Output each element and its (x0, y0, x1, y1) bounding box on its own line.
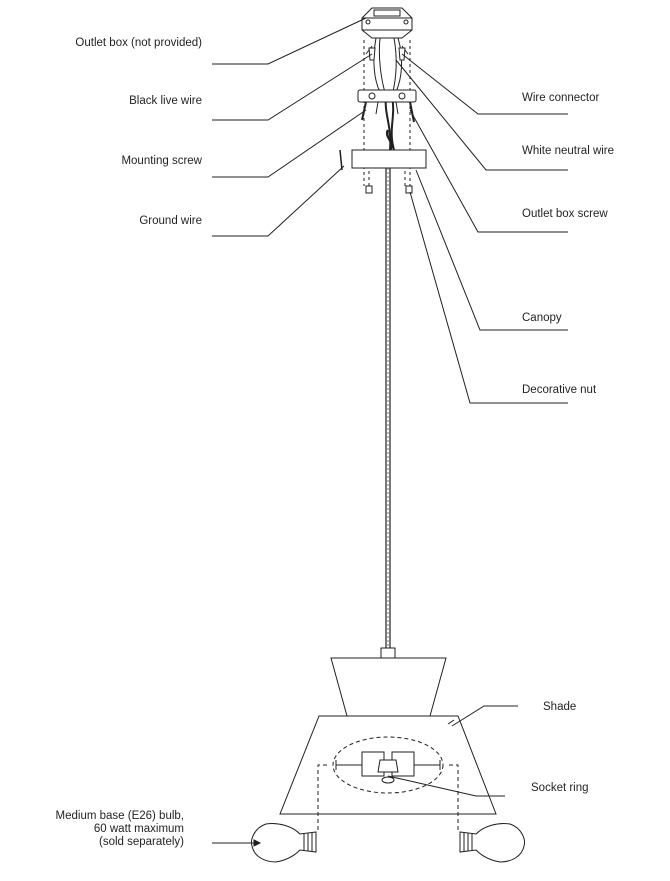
socket-cluster (332, 736, 444, 794)
label-socket-ring: Socket ring (531, 782, 589, 794)
label-decorative-nut: Decorative nut (522, 384, 597, 396)
label-bulb-line2: 60 watt maximum (93, 823, 184, 835)
leader-lines-left (212, 17, 373, 847)
right-bulb (459, 823, 525, 863)
label-white-neutral-wire: White neutral wire (522, 145, 615, 157)
label-black-live-wire: Black live wire (129, 95, 202, 107)
shade (279, 657, 497, 815)
label-bulb-line3: (sold separately) (98, 836, 184, 848)
mounting-bracket (357, 89, 417, 123)
label-canopy: Canopy (522, 312, 562, 324)
label-mounting-screw: Mounting screw (121, 155, 202, 167)
left-bulb (251, 823, 317, 863)
label-wire-connector: Wire connector (522, 92, 600, 104)
bulb-guide-dashes (317, 764, 459, 832)
outlet-box (361, 7, 413, 39)
label-outlet-box: Outlet box (not provided) (75, 37, 202, 49)
wire-connectors (368, 47, 406, 61)
canopy (351, 149, 427, 169)
label-shade: Shade (543, 701, 577, 713)
decorative-nuts (365, 185, 413, 194)
ground-wire (339, 129, 393, 171)
label-ground-wire: Ground wire (139, 215, 202, 227)
label-outlet-box-screw: Outlet box screw (522, 208, 608, 220)
leader-lines-right (387, 53, 568, 797)
label-bulb-line1: Medium base (E26) bulb, (55, 810, 184, 822)
shade-cap (380, 647, 396, 659)
cord (385, 168, 391, 648)
